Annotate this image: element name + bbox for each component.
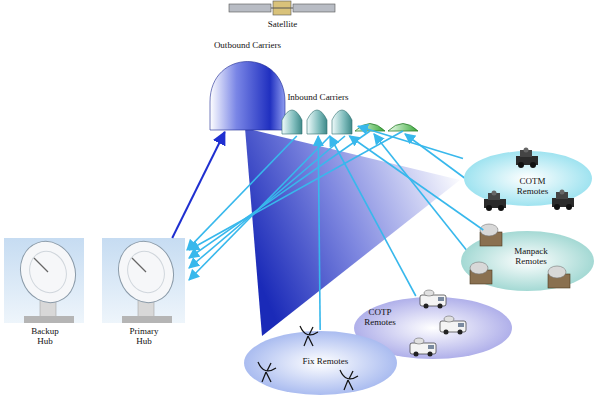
group-ellipse (461, 231, 594, 291)
carrier-dome (282, 110, 302, 134)
node-shape (205, 40, 290, 132)
node-label: COTP Remotes (359, 307, 401, 328)
signal-arrow (172, 132, 224, 238)
inbound-carriers: Inbound Carriers (278, 92, 358, 136)
remote-group: Manpack Remotes (460, 230, 595, 292)
manpack-icon (480, 224, 502, 246)
node-label: Fix Remotes (293, 356, 358, 366)
carrier-dome (388, 124, 418, 132)
signal-arrow (330, 136, 416, 296)
carrier-dome (307, 110, 327, 134)
hub-antenna (4, 238, 84, 323)
node-label: Manpack Remotes (507, 246, 555, 267)
vehicle-icon (484, 191, 506, 212)
signal-line (189, 131, 370, 258)
outbound-carrier: Outbound Carriers (205, 40, 290, 132)
signal-line (374, 134, 468, 252)
signal-arrow (358, 126, 463, 158)
node-label: COTM Remotes (510, 176, 555, 197)
signal-lines (189, 131, 470, 280)
signal-line (189, 136, 345, 268)
signal-line (189, 131, 403, 250)
hub-station: Primary Hub (102, 238, 187, 350)
signal-arrow (187, 136, 297, 250)
vehicle-icon (516, 148, 538, 169)
node-label: Satellite (225, 19, 340, 29)
remote-group: COTM Remotes (463, 150, 593, 207)
carrier-bell (210, 62, 285, 131)
node-label: Inbound Carriers (278, 92, 358, 102)
signal-arrow (349, 136, 483, 230)
van-icon (420, 290, 446, 309)
group-ellipse (464, 151, 592, 206)
signal-line (405, 134, 470, 182)
dish-icon (340, 370, 358, 390)
carrier-dome (355, 124, 385, 132)
satellite-node: Satellite (225, 0, 340, 32)
manpack-icon (548, 266, 570, 288)
signal-arrow (318, 136, 320, 330)
van-icon (410, 338, 436, 357)
signal-line (189, 136, 330, 280)
satellite-icon (229, 1, 335, 15)
remote-group: Fix Remotes (243, 330, 398, 396)
dish-icon (258, 362, 276, 382)
group-ellipse (244, 331, 397, 395)
node-label: Primary Hub (127, 326, 161, 347)
carrier-dome (332, 110, 352, 134)
hub-station: Backup Hub (4, 238, 86, 350)
manpack-icon (470, 262, 492, 284)
hub-antenna (102, 238, 185, 323)
node-label: Outbound Carriers (205, 40, 290, 50)
van-icon (440, 316, 466, 335)
vehicle-icon (552, 190, 574, 211)
dish-icon (300, 326, 318, 346)
node-label: Backup Hub (28, 326, 62, 347)
